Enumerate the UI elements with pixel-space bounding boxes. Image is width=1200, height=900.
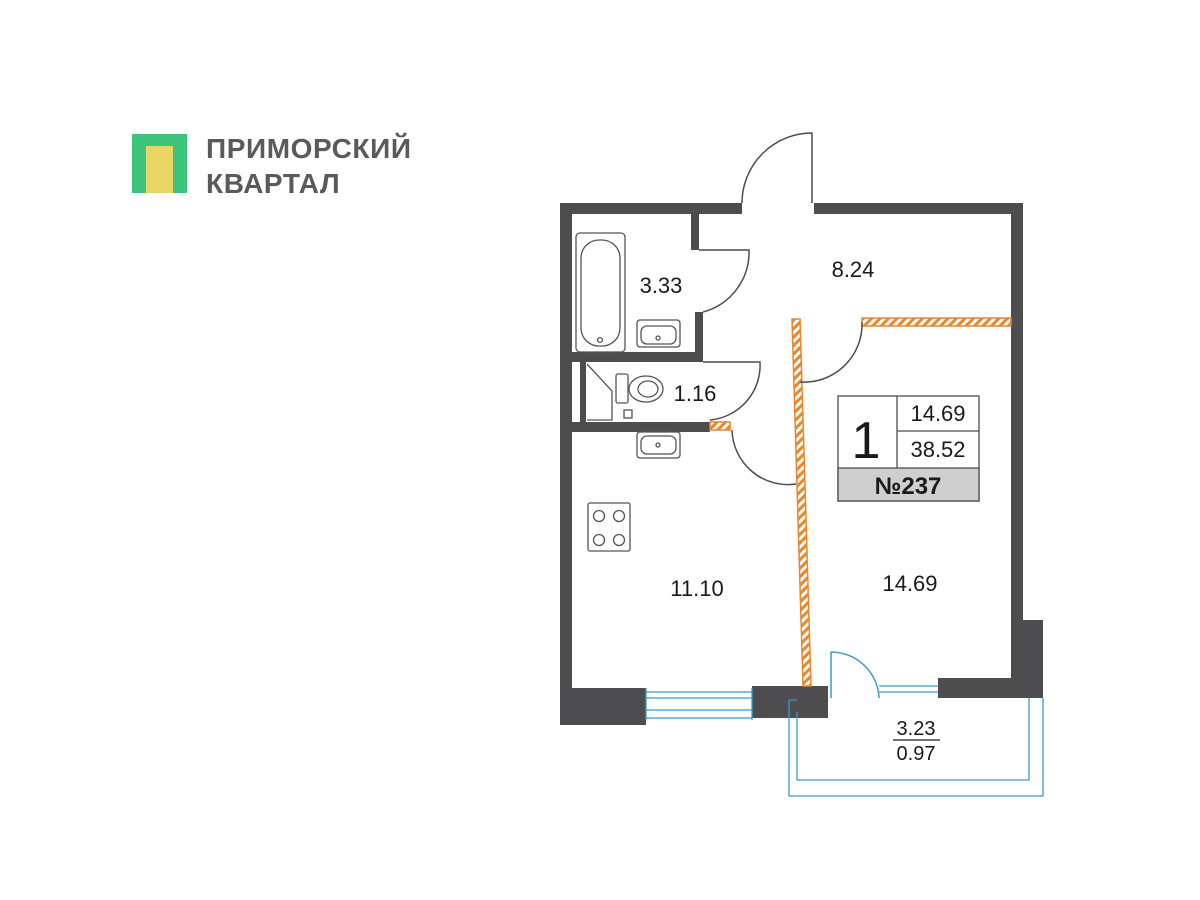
wc-shaft-icon bbox=[586, 363, 613, 421]
wall-bath-right-bottom bbox=[695, 312, 703, 362]
wall-right-stub bbox=[1023, 620, 1043, 698]
door-swings bbox=[699, 132, 880, 699]
room-count: 1 bbox=[852, 412, 881, 470]
apartment-number: №237 bbox=[875, 473, 942, 500]
windows bbox=[645, 685, 938, 720]
balcony-reduced-area-label: 0.97 bbox=[897, 743, 936, 765]
info-total-area: 38.52 bbox=[910, 437, 965, 462]
wall-bottom-strip bbox=[572, 688, 646, 696]
wc-area-label: 1.16 bbox=[674, 381, 717, 406]
wall-wc-bottom bbox=[572, 422, 710, 432]
hatched-partitions bbox=[709, 317, 1012, 687]
toilet-icon bbox=[615, 373, 664, 419]
bath-sink-icon bbox=[636, 319, 681, 348]
wall-bottom-right bbox=[938, 678, 1023, 698]
info-living-area: 14.69 bbox=[910, 401, 965, 426]
living-area-label: 14.69 bbox=[882, 571, 937, 596]
kitchen-area-label: 11.10 bbox=[670, 576, 723, 601]
brand-name-line2: КВАРТАЛ bbox=[206, 168, 341, 199]
wall-pier bbox=[752, 686, 828, 718]
wall-bath-right-top bbox=[691, 214, 699, 250]
kitchen-door bbox=[731, 429, 797, 486]
brand-name-line1: ПРИМОРСКИЙ bbox=[206, 133, 412, 164]
hall-area-label: 8.24 bbox=[832, 257, 875, 282]
bath-door bbox=[699, 249, 750, 313]
interior-walls bbox=[572, 214, 710, 432]
hall-door bbox=[799, 321, 863, 383]
logo-mark-icon bbox=[132, 134, 187, 193]
entry-door bbox=[741, 132, 813, 204]
wall-top-right bbox=[814, 203, 1023, 214]
brand-name: ПРИМОРСКИЙ КВАРТАЛ bbox=[206, 131, 412, 201]
wc-door bbox=[703, 361, 761, 421]
balcony-door bbox=[830, 651, 880, 699]
kitchen-sink-icon bbox=[636, 431, 681, 459]
bathtub-icon bbox=[575, 232, 626, 353]
wall-right bbox=[1011, 203, 1023, 698]
exterior-walls bbox=[560, 203, 1043, 725]
wall-wc-left bbox=[580, 362, 586, 422]
stove-icon bbox=[587, 502, 631, 552]
wall-bath-bottom bbox=[572, 352, 703, 362]
bathroom-area-label: 3.33 bbox=[640, 273, 683, 298]
balcony-area-label: 3.23 bbox=[897, 718, 936, 740]
apartment-info-box: 1 14.69 38.52 №237 bbox=[837, 395, 980, 502]
balcony bbox=[788, 698, 1044, 797]
